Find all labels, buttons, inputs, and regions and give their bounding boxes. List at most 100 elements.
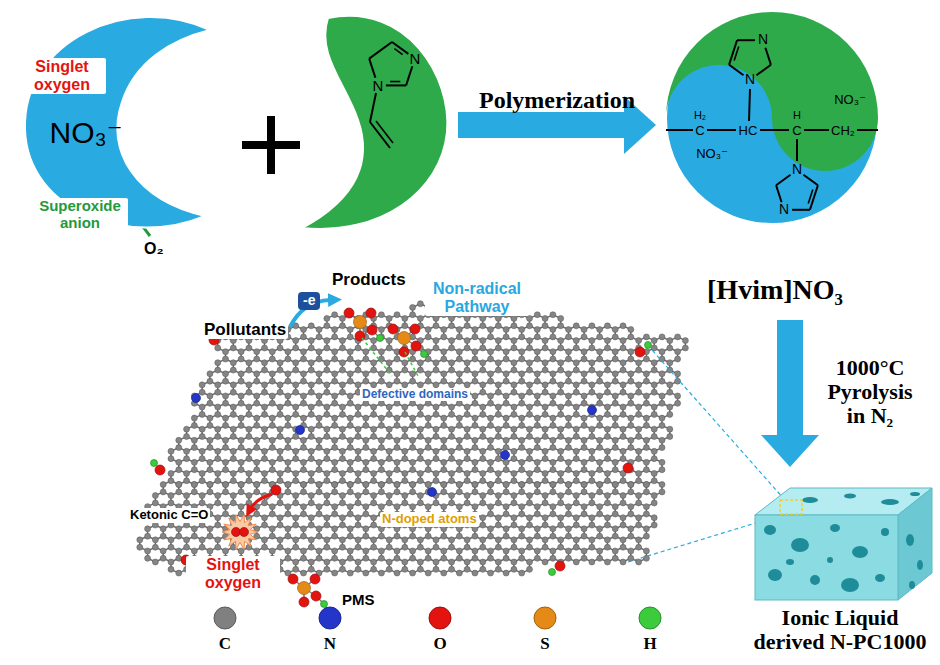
- carbon-atom: [589, 382, 595, 388]
- carbon-atom: [636, 515, 642, 521]
- carbon-atom: [410, 445, 416, 451]
- carbon-atom: [503, 482, 509, 488]
- carbon-atom: [386, 478, 392, 484]
- legend-text: S: [525, 635, 565, 654]
- atom: [645, 342, 652, 349]
- carbon-atom: [542, 434, 548, 440]
- carbon-atom: [254, 445, 260, 451]
- carbon-atom: [425, 459, 431, 465]
- carbon-atom: [363, 555, 369, 561]
- carbon-atom: [316, 511, 322, 517]
- carbon-atom: [417, 456, 423, 462]
- carbon-atom: [433, 367, 439, 373]
- pore: [881, 528, 889, 536]
- carbon-atom: [223, 467, 229, 473]
- carbon-atom: [308, 544, 314, 550]
- carbon-atom: [378, 378, 384, 384]
- carbon-atom: [534, 467, 540, 473]
- carbon-atom: [441, 371, 447, 377]
- carbon-atom: [230, 345, 236, 351]
- carbon-atom: [347, 533, 353, 539]
- carbon-atom: [597, 533, 603, 539]
- carbon-atom: [511, 315, 517, 321]
- carbon-atom: [300, 445, 306, 451]
- carbon-atom: [612, 489, 618, 495]
- carbon-atom: [488, 371, 494, 377]
- carbon-atom: [285, 349, 291, 355]
- carbon-atom: [386, 315, 392, 321]
- node-shape: [660, 5, 886, 317]
- carbon-atom: [636, 448, 642, 454]
- legend-swatch-frame: [317, 605, 343, 631]
- carbon-atom: [565, 467, 571, 473]
- carbon-atom: [410, 555, 416, 561]
- carbon-atom: [308, 323, 314, 329]
- carbon-atom: [519, 371, 525, 377]
- carbon-atom: [332, 378, 338, 384]
- carbon-atom: [324, 544, 330, 550]
- carbon-atom: [558, 345, 564, 351]
- bond: [707, 129, 736, 131]
- carbon-atom: [651, 389, 657, 395]
- carbon-atom: [207, 437, 213, 443]
- carbon-atom: [215, 470, 221, 476]
- carbon-atom: [441, 504, 447, 510]
- carbon-atom: [199, 493, 205, 499]
- carbon-atom: [308, 367, 314, 373]
- carbon-atom: [604, 493, 610, 499]
- carbon-atom: [527, 345, 533, 351]
- carbon-atom: [573, 404, 579, 410]
- carbon-atom: [565, 371, 571, 377]
- carbon-atom: [207, 482, 213, 488]
- carbon-atom: [558, 323, 564, 329]
- carbon-atom: [511, 434, 517, 440]
- carbon-atom: [527, 500, 533, 506]
- carbon-atom: [378, 400, 384, 406]
- carbon-atom: [254, 511, 260, 517]
- carbon-atom: [565, 393, 571, 399]
- carbon-atom: [511, 537, 517, 543]
- carbon-atom: [371, 566, 377, 572]
- carbon-atom: [464, 470, 470, 476]
- carbon-atom: [464, 367, 470, 373]
- atom-group: C: [792, 124, 801, 138]
- carbon-atom: [495, 323, 501, 329]
- carbon-atom: [417, 404, 423, 410]
- carbon-atom: [293, 367, 299, 373]
- carbon-atom: [604, 404, 610, 410]
- carbon-atom: [558, 544, 564, 550]
- carbon-atom: [480, 566, 486, 572]
- bond: [803, 175, 817, 185]
- carbon-atom: [199, 404, 205, 410]
- carbon-atom: [612, 400, 618, 406]
- carbon-atom: [519, 393, 525, 399]
- carbon-atom: [464, 456, 470, 462]
- carbon-atom: [176, 526, 182, 532]
- carbon-atom: [246, 345, 252, 351]
- carbon-atom: [238, 467, 244, 473]
- counter-anion: NO₃⁻: [696, 147, 728, 161]
- carbon-atom: [558, 470, 564, 476]
- atom: [288, 574, 298, 584]
- carbon-atom: [378, 445, 384, 451]
- carbon-atom: [285, 504, 291, 510]
- carbon-atom: [542, 367, 548, 373]
- carbon-atom: [324, 493, 330, 499]
- carbon-atom: [573, 559, 579, 565]
- carbon-atom: [215, 478, 221, 484]
- carbon-atom: [651, 338, 657, 344]
- carbon-atom: [464, 493, 470, 499]
- carbon-atom: [495, 411, 501, 417]
- carbon-atom: [527, 360, 533, 366]
- carbon-atom: [184, 493, 190, 499]
- carbon-atom: [363, 415, 369, 421]
- carbon-atom: [480, 448, 486, 454]
- carbon-atom: [254, 548, 260, 554]
- carbon-atom: [300, 467, 306, 473]
- carbon-atom: [332, 334, 338, 340]
- carbon-atom: [277, 522, 283, 528]
- atom-group: CH₂: [831, 124, 855, 138]
- carbon-atom: [262, 470, 268, 476]
- carbon-atom: [355, 345, 361, 351]
- carbon-atom: [339, 411, 345, 417]
